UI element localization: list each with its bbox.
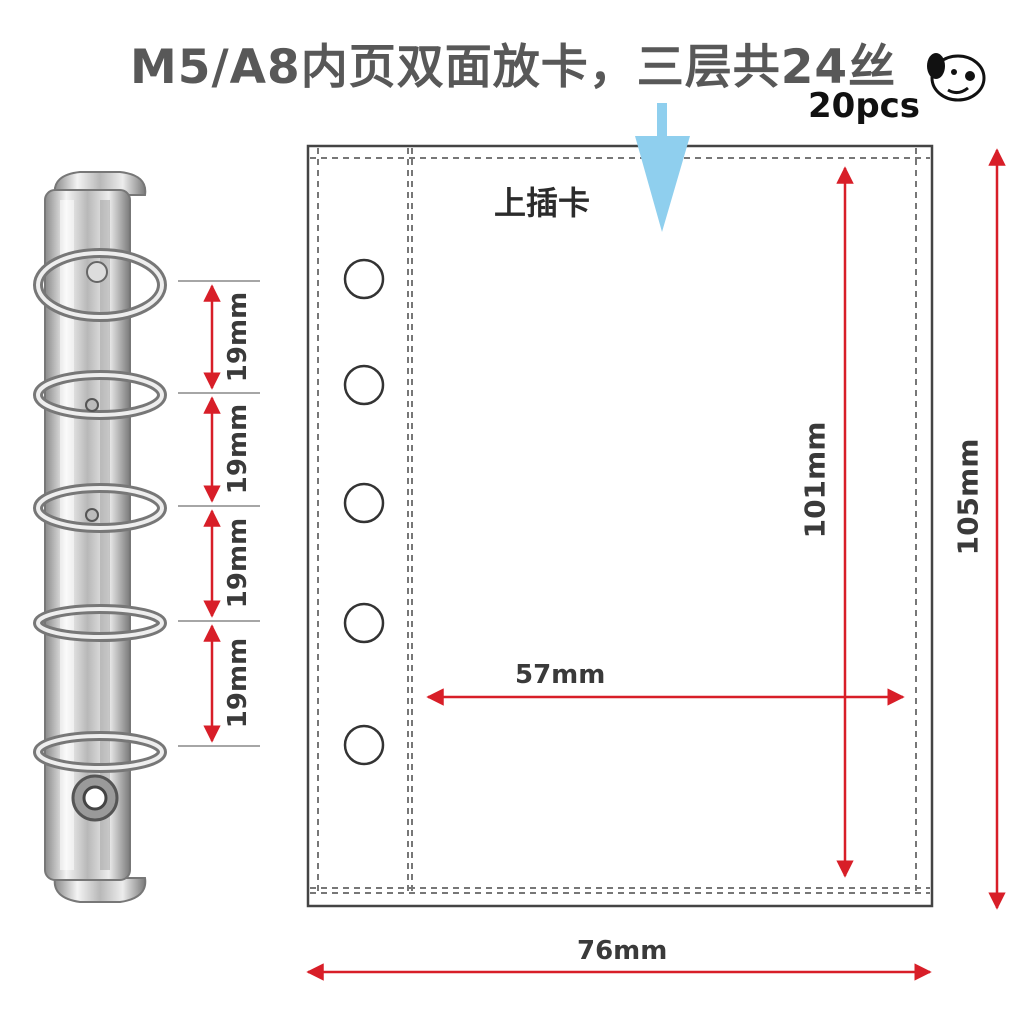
punch-hole (343, 258, 385, 300)
binder-ring-3 (33, 483, 167, 533)
binder-bottom-clip (53, 877, 147, 903)
inner-height-label: 101mm (798, 421, 832, 539)
dog-logo-icon (927, 53, 986, 102)
punch-hole (343, 364, 385, 406)
binder-ring-2 (33, 370, 167, 420)
punch-hole (343, 602, 385, 644)
quantity-label: 20pcs (808, 86, 921, 126)
punch-hole (343, 482, 385, 524)
ring-spacing-label-3: 19mm (223, 517, 253, 609)
sleeve-outer-border (306, 144, 934, 908)
ring-spacing-guides (178, 280, 260, 747)
punch-hole (343, 724, 385, 766)
insert-arrow-icon (635, 103, 690, 232)
ring-spacing-label-1: 19mm (223, 291, 253, 383)
outer-width-label: 76mm (577, 936, 668, 966)
ring-binder-mechanism (33, 171, 167, 903)
inner-width-label: 57mm (515, 660, 606, 690)
outer-height-label: 105mm (951, 438, 985, 556)
binder-ring-1 (33, 248, 167, 322)
insert-card-label: 上插卡 (494, 184, 591, 222)
product-title: M5/A8内页双面放卡，三层共24丝 (130, 40, 897, 95)
ring-spacing-label-2: 19mm (223, 403, 253, 495)
ring-spacing-label-4: 19mm (223, 637, 253, 729)
binder-ring-5 (33, 731, 167, 773)
binder-ring-4 (33, 604, 167, 642)
card-sleeve (306, 144, 934, 908)
